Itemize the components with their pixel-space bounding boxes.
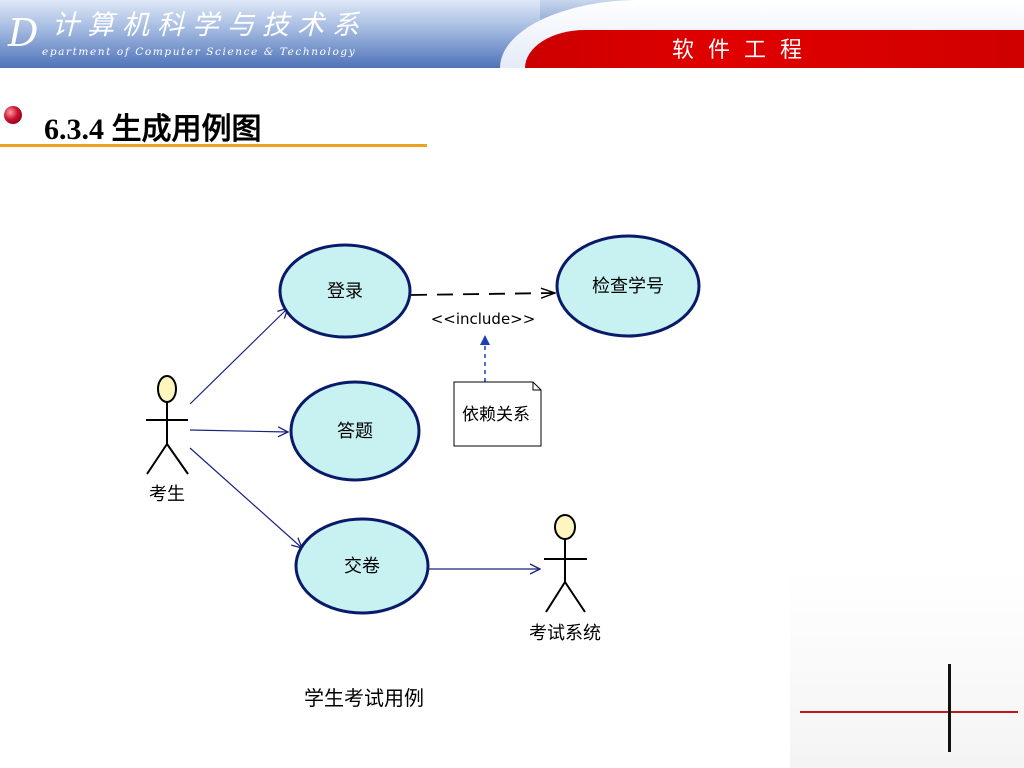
usecase-check-id: 检查学号 [555,234,701,338]
diagram-caption: 学生考试用例 [304,686,424,710]
actor-student-head [157,375,177,403]
include-stereotype-label: <<include>> [431,310,536,328]
usecase-login: 登录 [278,243,412,339]
note-dependency: 依赖关系 [453,381,542,447]
association-student-login [189,308,288,405]
corner-line-vertical [948,664,951,752]
header-red-band [525,30,1024,68]
actor-student-leg-left [146,443,168,475]
corner-decoration [790,570,1024,768]
actor-system-leg-right [564,581,586,613]
logo-letter: D [8,11,39,55]
actor-student: 考生 [146,375,189,505]
bullet-icon [4,106,22,124]
actor-student-leg-right [166,443,189,475]
title-underline [0,144,427,147]
note-dependency-label: 依赖关系 [462,405,530,425]
logo-english-name: epartment of Computer Science & Technolo… [42,46,357,58]
corner-line-horizontal [800,711,1018,713]
actor-student-label: 考生 [149,484,185,505]
usecase-submit: 交卷 [294,517,430,615]
course-title: 软件工程 [672,38,817,63]
usecase-submit-label: 交卷 [344,556,380,577]
actor-system-head [554,514,576,540]
actor-system-leg-left [545,581,566,613]
usecase-login-label: 登录 [327,281,363,302]
association-student-answer [189,430,288,432]
actor-exam-system: 考试系统 [529,514,601,644]
logo-chinese-name: 计算机科学与技术系 [52,10,367,41]
usecase-answer: 答题 [289,380,421,482]
actor-system-label: 考试系统 [529,623,601,644]
usecase-answer-label: 答题 [337,421,373,442]
association-student-submit [189,447,302,548]
use-case-diagram: 考生 登录 检查学号 答题 交卷 <<include>> 依赖关系 考试系统 [146,234,701,644]
usecase-check-id-label: 检查学号 [592,276,664,297]
header-left-panel [0,0,540,68]
slide-title: 6.3.4 生成用例图 [44,113,262,146]
header-bar: D 计算机科学与技术系 epartment of Computer Scienc… [0,0,1024,68]
include-dependency [410,293,555,295]
